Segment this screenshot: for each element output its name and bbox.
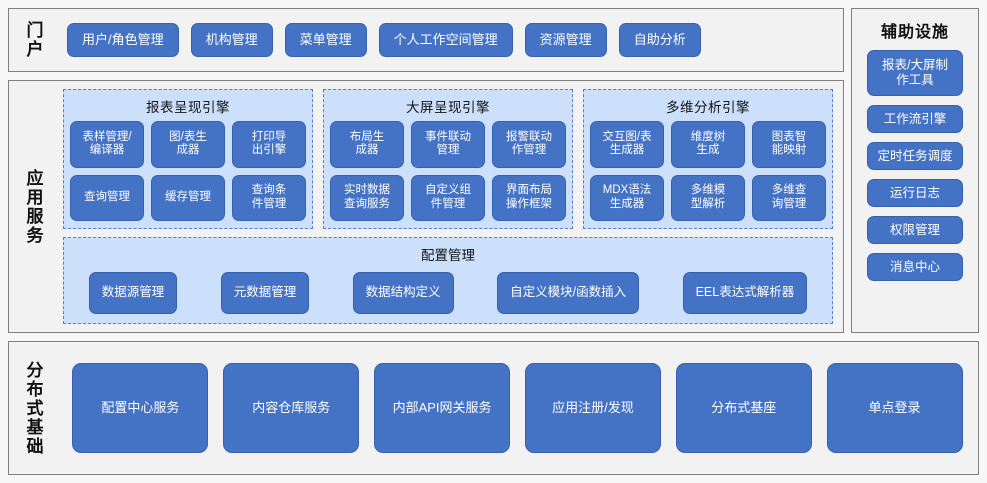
engine-item-interactive-chart-table-generator[interactable]: 交互图/表 生成器 (590, 121, 664, 168)
engine-item-cache-management[interactable]: 缓存管理 (151, 174, 225, 221)
infrastructure-button-internal-api-gateway-service[interactable]: 内部API网关服务 (374, 363, 511, 453)
engine-item-mdx-syntax-generator[interactable]: MDX语法 生成器 (590, 174, 664, 221)
config-management-title: 配置管理 (421, 248, 475, 263)
engine-item-alarm-linkage-action-management[interactable]: 报警联动 作管理 (492, 121, 566, 168)
auxiliary-button-message-center[interactable]: 消息中心 (867, 253, 963, 281)
config-item-datasource-management[interactable]: 数据源管理 (88, 271, 178, 314)
application-service-section-label-text: 应用服务 (23, 168, 43, 245)
portal-section: 门户 用户/角色管理 机构管理 菜单管理 个人工作空间管理 资源管理 自助分析 (8, 8, 844, 72)
infrastructure-button-single-sign-on[interactable]: 单点登录 (826, 363, 963, 453)
engine-grid-multidimensional-analysis: 交互图/表 生成器 维度树 生成 图表智 能映射 MDX语法 生成器 多维模 型… (590, 121, 826, 221)
engine-item-multidimensional-model-parsing[interactable]: 多维模 型解析 (671, 174, 745, 221)
application-service-section: 应用服务 报表呈现引擎 表样管理/ 编译器 图/表生 成器 打印导 出引擎 查询… (8, 80, 844, 333)
portal-button-row: 用户/角色管理 机构管理 菜单管理 个人工作空间管理 资源管理 自助分析 (57, 9, 843, 71)
infrastructure-button-app-registration-discovery[interactable]: 应用注册/发现 (524, 363, 661, 453)
engine-item-realtime-data-query-service[interactable]: 实时数据 查询服务 (330, 174, 404, 221)
engine-item-chart-intelligent-mapping[interactable]: 图表智 能映射 (752, 121, 826, 168)
portal-button-self-service-analysis[interactable]: 自助分析 (618, 23, 701, 57)
engine-grid-large-screen-rendering: 布局生 成器 事件联动 管理 报警联动 作管理 实时数据 查询服务 自定义组 件… (330, 121, 566, 221)
auxiliary-button-scheduled-task-scheduling[interactable]: 定时任务调度 (867, 142, 963, 170)
auxiliary-button-runtime-log[interactable]: 运行日志 (867, 179, 963, 207)
portal-button-organization-management[interactable]: 机构管理 (190, 23, 273, 57)
portal-section-label-text: 门户 (23, 21, 43, 59)
engine-item-dimension-tree-generation[interactable]: 维度树 生成 (671, 121, 745, 168)
engine-item-layout-generator[interactable]: 布局生 成器 (330, 121, 404, 168)
auxiliary-button-permission-management[interactable]: 权限管理 (867, 216, 963, 244)
engine-item-query-management[interactable]: 查询管理 (70, 174, 144, 221)
config-item-custom-module-function-insertion[interactable]: 自定义模块/函数插入 (497, 271, 640, 314)
portal-button-menu-management[interactable]: 菜单管理 (284, 23, 367, 57)
config-item-eel-expression-parser[interactable]: EEL表达式解析器 (682, 271, 808, 314)
config-item-data-structure-definition[interactable]: 数据结构定义 (352, 271, 454, 314)
config-item-metadata-management[interactable]: 元数据管理 (220, 271, 310, 314)
distributed-infrastructure-section-label-text: 分布式基础 (23, 360, 43, 456)
engine-panel-multidimensional-analysis: 多维分析引擎 交互图/表 生成器 维度树 生成 图表智 能映射 MDX语法 生成… (583, 89, 833, 229)
portal-button-personal-workspace-management[interactable]: 个人工作空间管理 (378, 23, 513, 57)
distributed-infrastructure-button-row: 配置中心服务 内容仓库服务 内部API网关服务 应用注册/发现 分布式基座 单点… (57, 342, 978, 474)
application-service-body: 报表呈现引擎 表样管理/ 编译器 图/表生 成器 打印导 出引擎 查询管理 缓存… (57, 81, 843, 332)
auxiliary-button-workflow-engine[interactable]: 工作流引擎 (867, 105, 963, 133)
auxiliary-facilities-section: 辅助设施 报表/大屏制 作工具 工作流引擎 定时任务调度 运行日志 权限管理 消… (851, 8, 979, 333)
engine-item-chart-table-generator[interactable]: 图/表生 成器 (151, 121, 225, 168)
portal-button-resource-management[interactable]: 资源管理 (524, 23, 607, 57)
distributed-infrastructure-section: 分布式基础 配置中心服务 内容仓库服务 内部API网关服务 应用注册/发现 分布… (8, 341, 979, 475)
engine-item-print-export-engine[interactable]: 打印导 出引擎 (232, 121, 306, 168)
engine-panel-report-rendering: 报表呈现引擎 表样管理/ 编译器 图/表生 成器 打印导 出引擎 查询管理 缓存… (63, 89, 313, 229)
auxiliary-facilities-title: 辅助设施 (880, 24, 949, 41)
engine-grid-report-rendering: 表样管理/ 编译器 图/表生 成器 打印导 出引擎 查询管理 缓存管理 查询条 … (70, 121, 306, 221)
engine-title-multidimensional-analysis: 多维分析引擎 (666, 100, 750, 115)
engine-item-multidimensional-query-management[interactable]: 多维查 询管理 (752, 174, 826, 221)
infrastructure-button-config-center-service[interactable]: 配置中心服务 (72, 363, 209, 453)
engine-title-report-rendering: 报表呈现引擎 (146, 100, 230, 115)
engine-panel-large-screen-rendering: 大屏呈现引擎 布局生 成器 事件联动 管理 报警联动 作管理 实时数据 查询服务… (323, 89, 573, 229)
engine-item-query-condition-management[interactable]: 查询条 件管理 (232, 174, 306, 221)
engine-item-template-management-compiler[interactable]: 表样管理/ 编译器 (70, 121, 144, 168)
engine-item-ui-layout-operation-framework[interactable]: 界面布局 操作框架 (492, 174, 566, 221)
application-service-section-label: 应用服务 (9, 81, 57, 332)
portal-section-label: 门户 (9, 9, 57, 71)
auxiliary-button-report-dashboard-authoring-tool[interactable]: 报表/大屏制 作工具 (867, 50, 963, 96)
engine-title-large-screen-rendering: 大屏呈现引擎 (406, 100, 490, 115)
config-management-panel: 配置管理 数据源管理 元数据管理 数据结构定义 自定义模块/函数插入 EEL表达… (63, 237, 833, 324)
portal-button-user-role-management[interactable]: 用户/角色管理 (67, 23, 179, 57)
infrastructure-button-distributed-base[interactable]: 分布式基座 (675, 363, 812, 453)
distributed-infrastructure-section-label: 分布式基础 (9, 342, 57, 474)
engine-panel-row: 报表呈现引擎 表样管理/ 编译器 图/表生 成器 打印导 出引擎 查询管理 缓存… (63, 89, 833, 229)
engine-item-custom-component-management[interactable]: 自定义组 件管理 (411, 174, 485, 221)
config-management-button-row: 数据源管理 元数据管理 数据结构定义 自定义模块/函数插入 EEL表达式解析器 (72, 270, 824, 315)
engine-item-event-linkage-management[interactable]: 事件联动 管理 (411, 121, 485, 168)
infrastructure-button-content-repository-service[interactable]: 内容仓库服务 (223, 363, 360, 453)
